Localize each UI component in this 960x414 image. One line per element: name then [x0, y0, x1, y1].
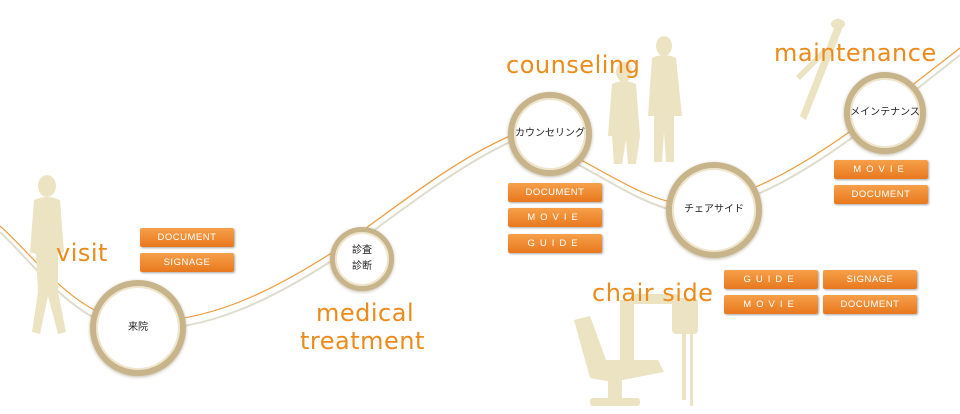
maintenance-document-button[interactable]: DOCUMENT — [834, 185, 928, 204]
node-raiin-label: 来院 — [128, 322, 148, 333]
walking-person-icon — [30, 175, 66, 334]
heading-treatment: treatment — [300, 327, 425, 355]
node-maintenance-label: メインテナンス — [850, 107, 920, 118]
node-shinsa[interactable]: 診査 診断 — [330, 227, 394, 291]
chairside-signage-button[interactable]: SIGNAGE — [823, 270, 917, 289]
node-shinsa-label-2: 診断 — [352, 261, 372, 272]
chairside-movie-button[interactable]: MOVIE — [724, 295, 818, 314]
heading-chair-side: chair side — [592, 279, 714, 307]
node-counseling[interactable]: カウンセリング — [508, 92, 592, 176]
counseling-movie-button[interactable]: MOVIE — [508, 208, 602, 227]
node-raiin[interactable]: 来院 — [90, 280, 186, 376]
heading-maintenance: maintenance — [774, 39, 937, 67]
node-maintenance[interactable]: メインテナンス — [844, 72, 926, 154]
node-chairside-label: チェアサイド — [684, 204, 744, 215]
doctor-patient-icon — [608, 36, 682, 164]
dental-instrument-icon — [796, 18, 845, 120]
dental-chair-icon — [574, 294, 698, 406]
heading-visit: visit — [56, 239, 108, 267]
node-shinsa-label-1: 診査 — [352, 245, 372, 256]
chairside-document-button[interactable]: DOCUMENT — [823, 295, 917, 314]
maintenance-movie-button[interactable]: MOVIE — [834, 160, 928, 179]
counseling-guide-button[interactable]: GUIDE — [508, 234, 602, 253]
chairside-guide-button[interactable]: GUIDE — [724, 270, 818, 289]
visit-signage-button[interactable]: SIGNAGE — [140, 253, 234, 272]
heading-medical: medical — [316, 299, 415, 327]
visit-document-button[interactable]: DOCUMENT — [140, 228, 234, 247]
counseling-document-button[interactable]: DOCUMENT — [508, 183, 602, 202]
heading-counseling: counseling — [506, 51, 641, 79]
node-chairside[interactable]: チェアサイド — [666, 162, 762, 258]
node-counseling-label: カウンセリング — [515, 128, 585, 139]
